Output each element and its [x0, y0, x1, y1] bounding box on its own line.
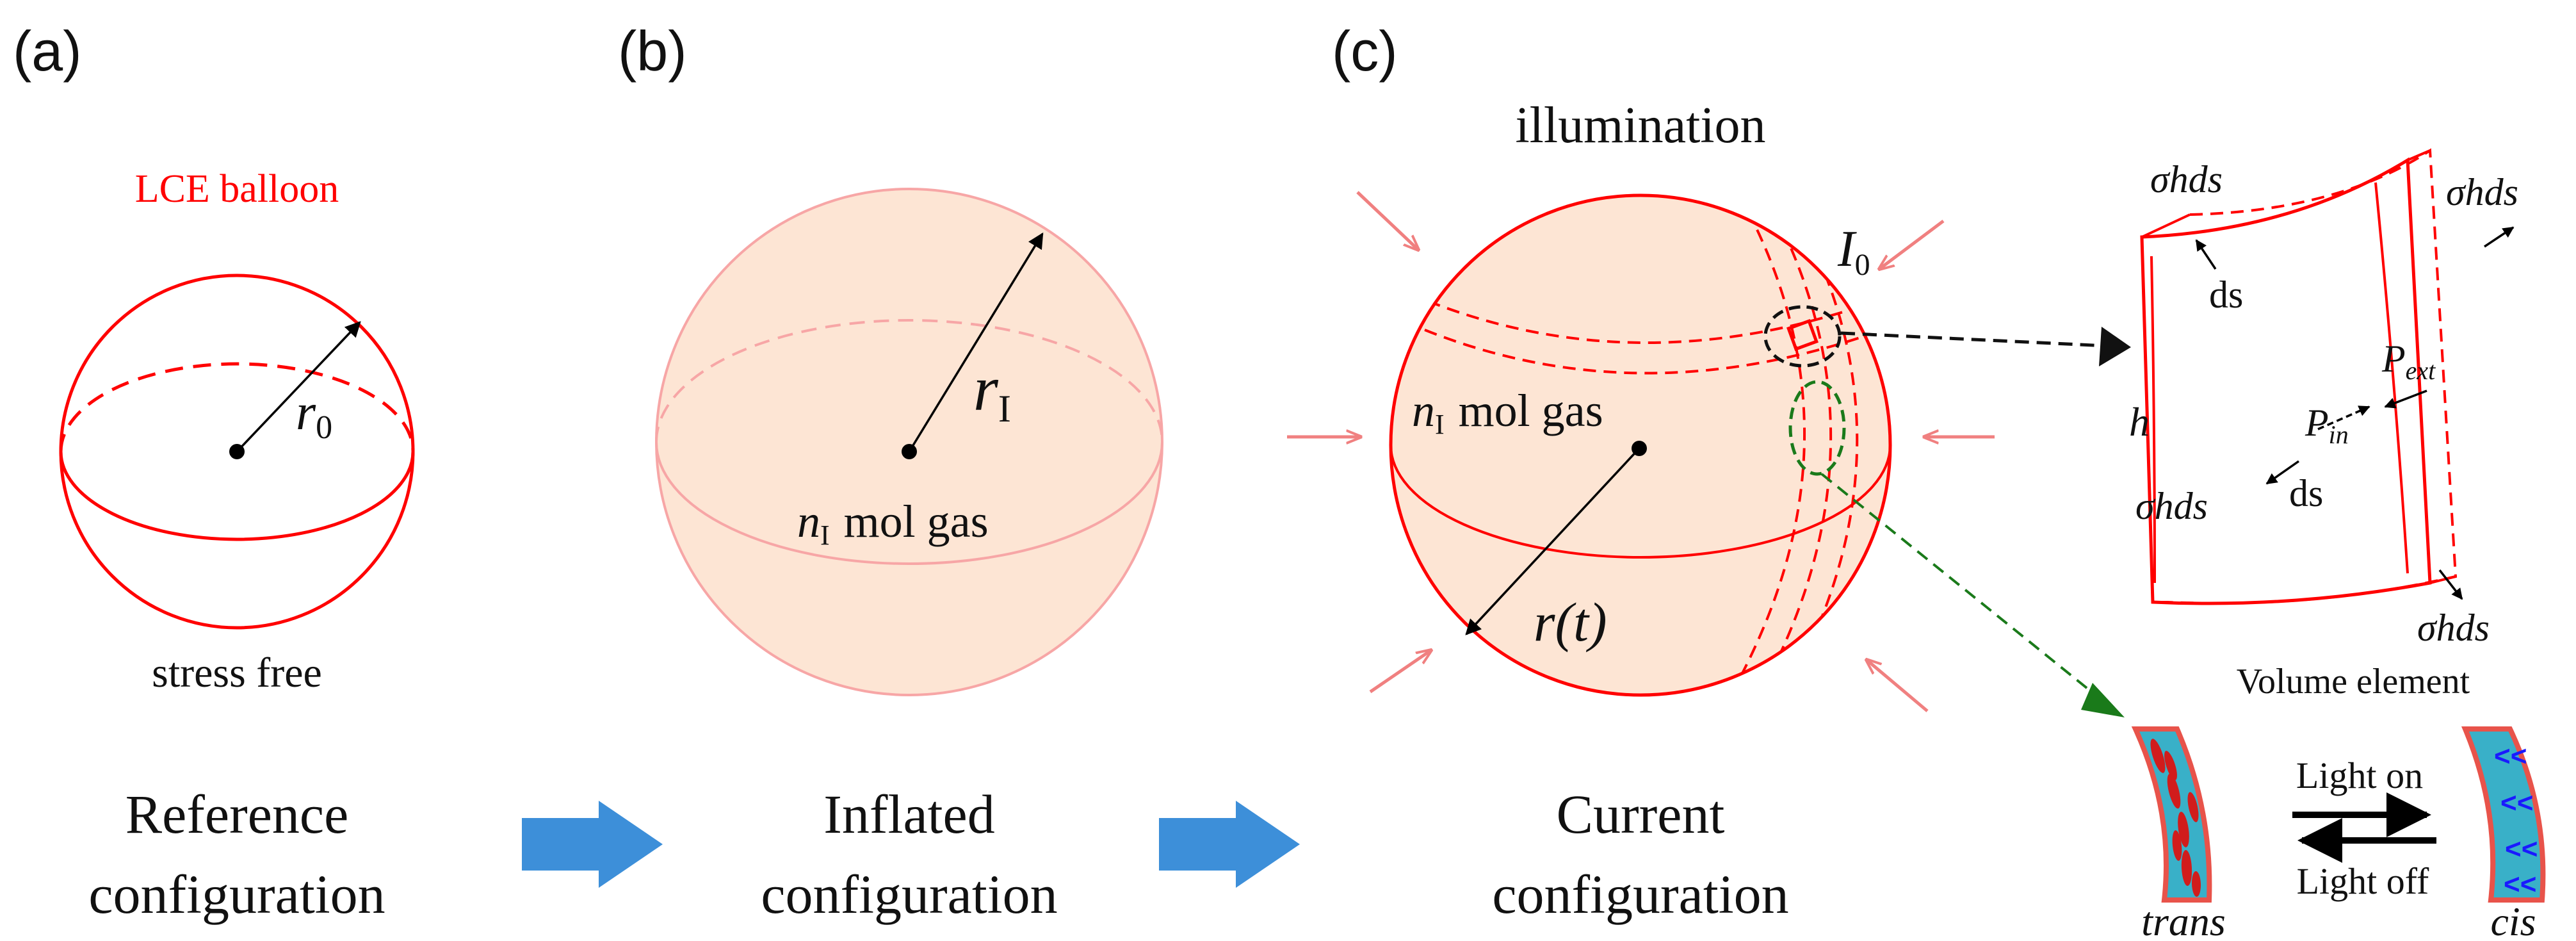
- lce-balloon-label: LCE balloon: [135, 167, 339, 211]
- volume-front-face: [2140, 157, 2432, 605]
- black-pointer-head: [2099, 327, 2131, 366]
- current-radius-arrow: [1465, 447, 1640, 635]
- trans-label: trans: [2141, 899, 2226, 941]
- element-square: [1786, 319, 1819, 351]
- inflated-sphere: [655, 188, 1163, 696]
- stress-label-bottom-right: σhds: [2417, 607, 2490, 649]
- black-highlight-ellipse: [1763, 305, 1842, 368]
- volume-element: σhds σhds σhds σhds ds ds h Pext Pin Vol…: [2129, 148, 2518, 701]
- panel-a-label: (a): [13, 19, 82, 83]
- trans-strip: [2131, 726, 2212, 903]
- current-caption-line1: Current: [1557, 783, 1725, 845]
- ds-label-top: ds: [2209, 274, 2243, 316]
- blue-arrow-a-to-b: [522, 801, 663, 888]
- stress-label-bottom-left: σhds: [2135, 485, 2208, 527]
- panel-b-label: (b): [618, 19, 687, 83]
- blue-arrow-b-to-c: [1159, 801, 1300, 888]
- cis-strip: [2461, 726, 2546, 903]
- svg-text:<<: <<: [2494, 741, 2527, 772]
- isomer-switch: << << << << Light on Light off trans cis: [2131, 726, 2546, 941]
- ds-label-bottom: ds: [2289, 472, 2323, 514]
- thickness-label: h: [2129, 399, 2150, 445]
- reference-radius-arrow: [236, 321, 361, 453]
- inflated-radius-arrow: [908, 232, 1044, 452]
- stress-label-top-left: σhds: [2150, 158, 2223, 200]
- reference-equator-back: [59, 362, 415, 452]
- svg-text:<<: <<: [2500, 787, 2533, 819]
- p-in-label: Pin: [2305, 402, 2349, 449]
- current-caption-line2: configuration: [1492, 863, 1788, 925]
- stress-label-top-right: σhds: [2446, 171, 2518, 213]
- svg-text:<<: <<: [2504, 869, 2536, 900]
- radius-r0-label: r0: [296, 384, 332, 446]
- inflated-caption-line2: configuration: [761, 863, 1057, 925]
- light-off-label: Light off: [2297, 860, 2429, 902]
- illumination-arrows: [1287, 191, 1995, 712]
- svg-text:<<: <<: [2505, 833, 2538, 865]
- reference-caption-line1: Reference: [126, 783, 349, 845]
- p-ext-label: Pext: [2381, 338, 2436, 385]
- inflated-caption-line1: Inflated: [823, 783, 994, 845]
- panel-a: (a) LCE balloon r0 stress free Reference…: [13, 19, 415, 925]
- reference-equator-front: [59, 451, 415, 541]
- current-equator-front: [1389, 445, 1891, 559]
- reference-caption-line2: configuration: [88, 863, 385, 925]
- stress-free-label: stress free: [152, 650, 322, 696]
- cis-label: cis: [2490, 899, 2536, 941]
- black-pointer-line: [1840, 331, 2107, 348]
- illumination-label: illumination: [1515, 97, 1765, 154]
- panel-c-label: (c): [1332, 19, 1398, 83]
- inflated-equator-back: [655, 319, 1163, 443]
- intensity-label: I0: [1837, 221, 1870, 282]
- radius-rt-label: r(t): [1534, 591, 1607, 653]
- light-on-label: Light on: [2296, 755, 2423, 796]
- volume-element-caption: Volume element: [2237, 662, 2470, 701]
- green-pointer-head: [2081, 683, 2125, 717]
- inflated-equator-front: [655, 441, 1163, 565]
- green-highlight-ellipse: [1788, 380, 1846, 476]
- trans-molecules: [2150, 739, 2201, 897]
- radius-ri-label: rI: [973, 353, 1011, 430]
- cis-molecules: << << << <<: [2494, 741, 2538, 900]
